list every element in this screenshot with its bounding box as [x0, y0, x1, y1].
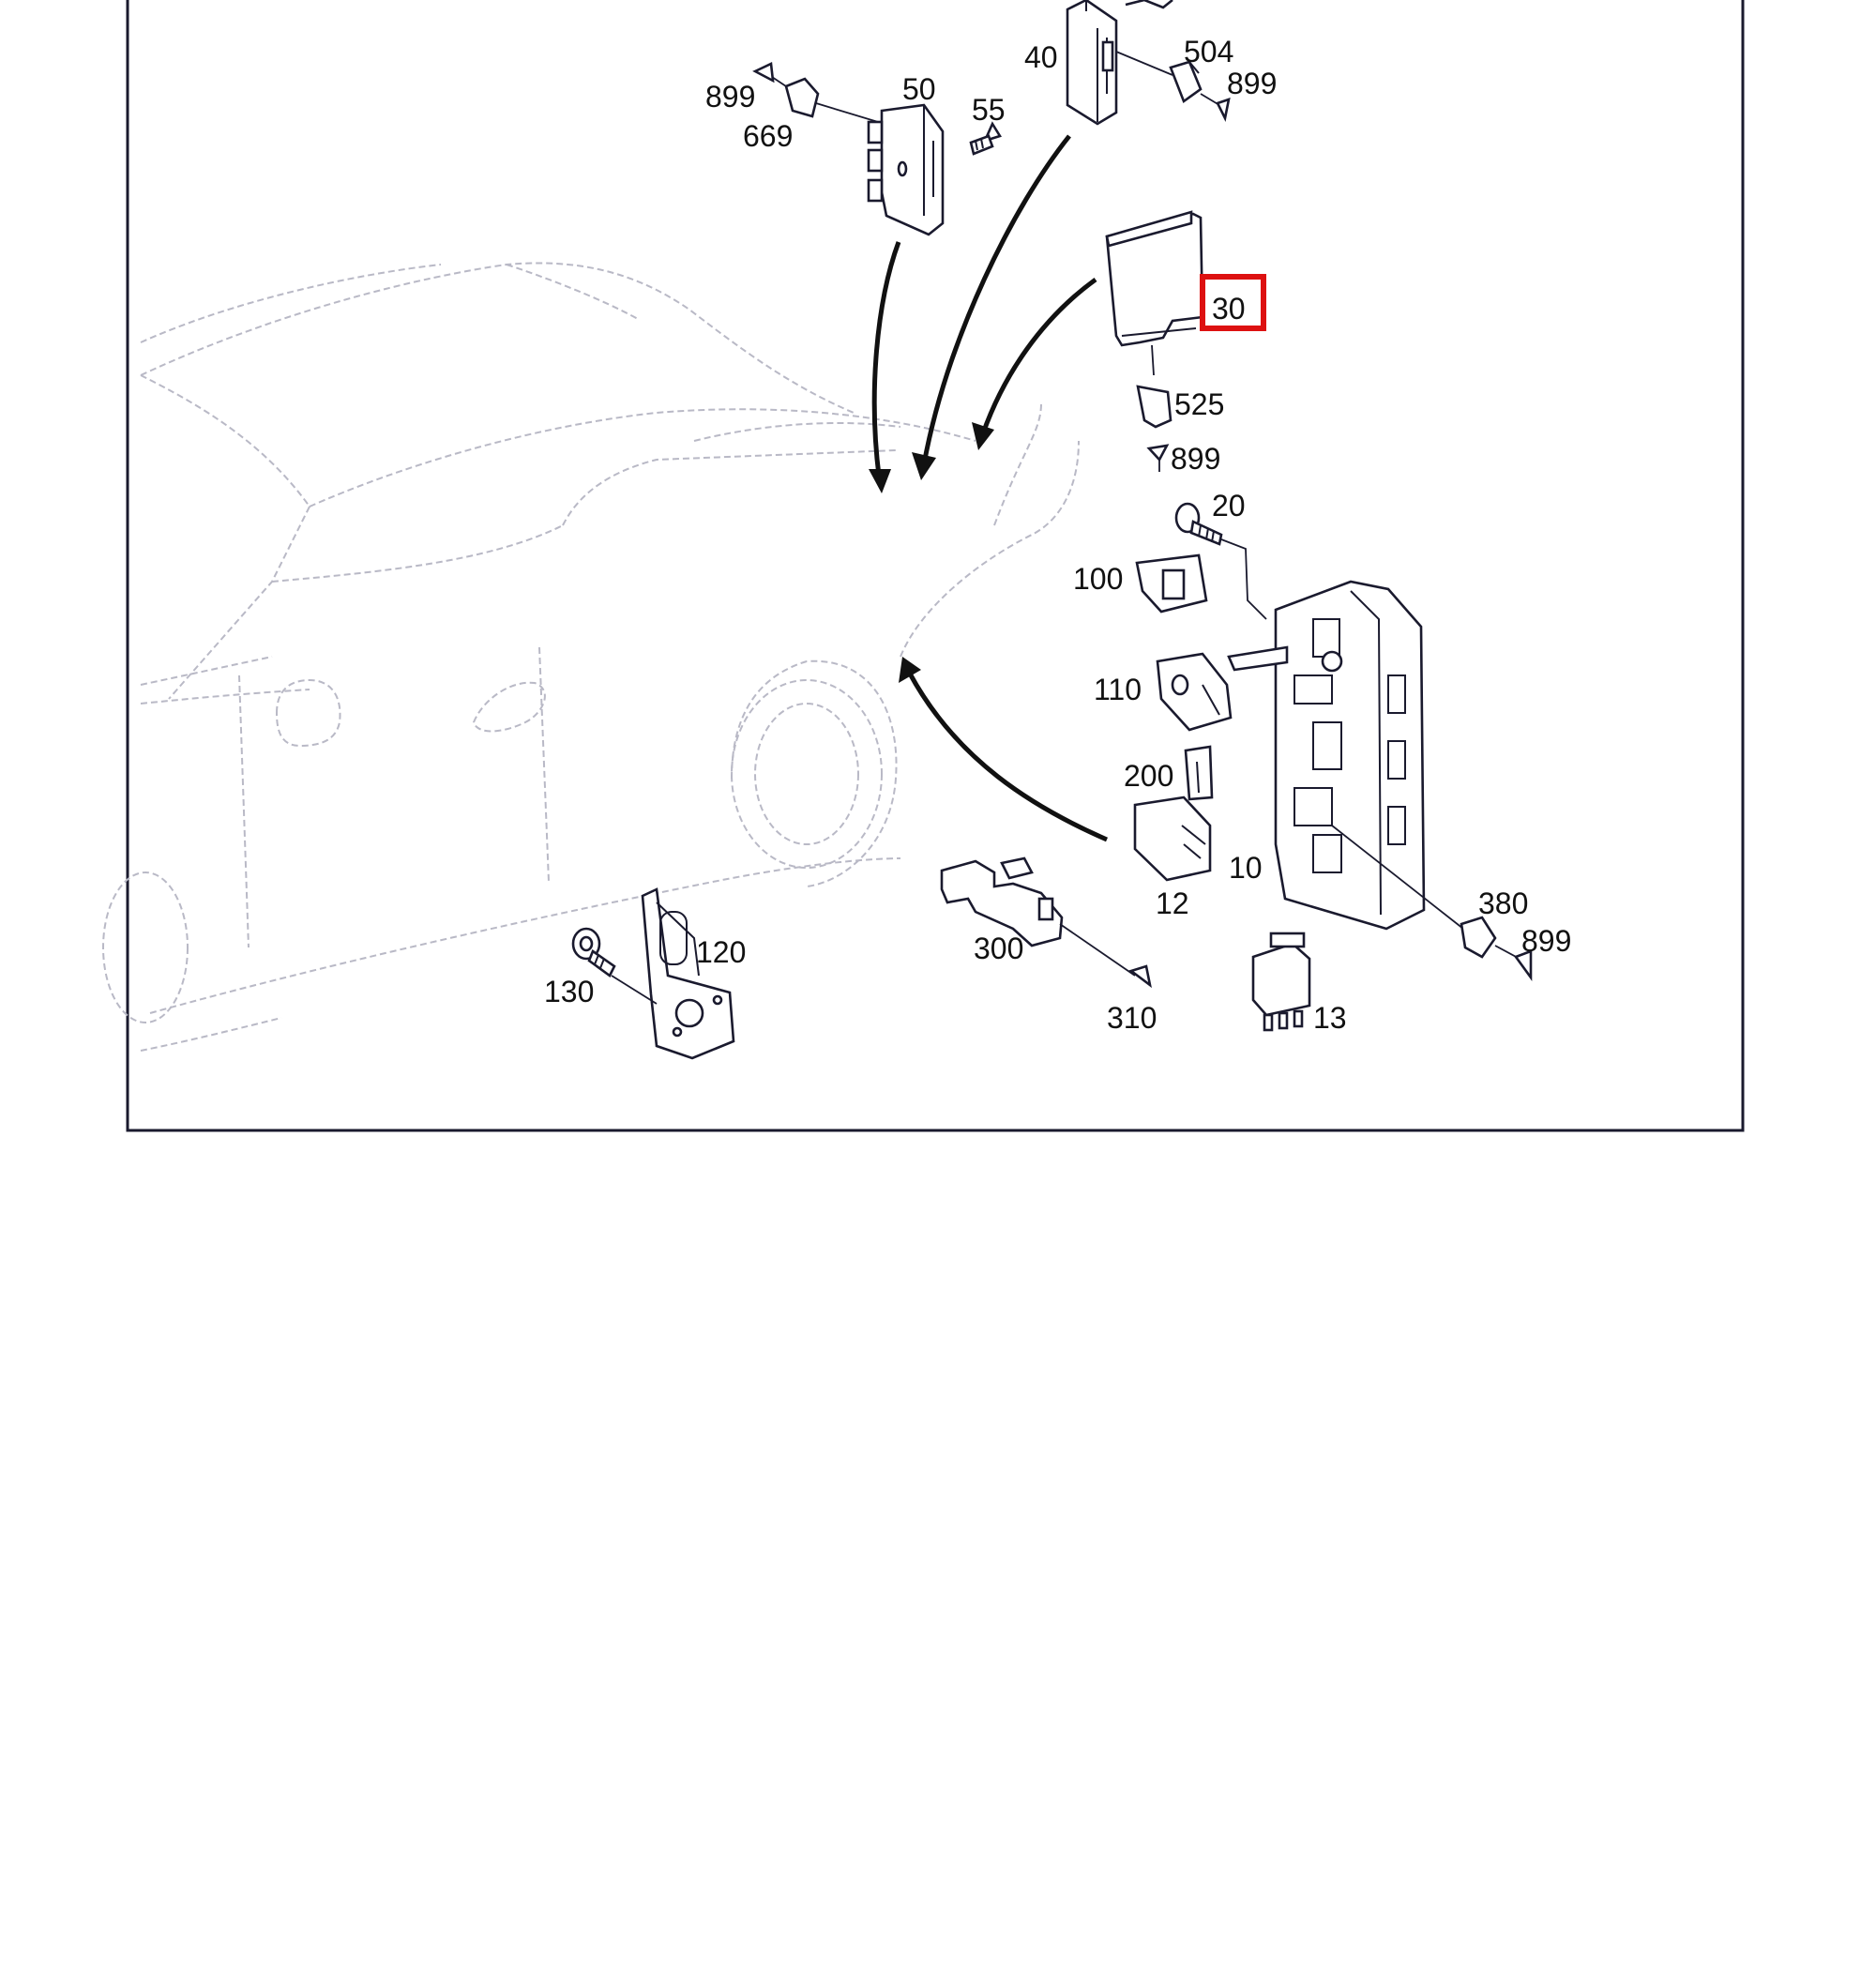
arrow-head	[869, 469, 891, 493]
label-part-200[interactable]: 200	[1124, 759, 1173, 793]
arrow-head	[972, 422, 994, 450]
label-part-525[interactable]: 525	[1174, 387, 1224, 421]
label-part-30[interactable]: 30	[1212, 292, 1246, 326]
label-part-504[interactable]: 504	[1184, 35, 1233, 68]
part-50-module[interactable]	[815, 102, 945, 236]
part-899-screw-bottom[interactable]	[1513, 949, 1533, 981]
part-899-screw-mid[interactable]	[1146, 444, 1170, 472]
label-part-50[interactable]: 50	[902, 72, 936, 106]
label-part-669[interactable]: 669	[743, 119, 793, 153]
part-10-fuse-box[interactable]	[1227, 580, 1464, 931]
part-200-fuse[interactable]	[1184, 745, 1214, 801]
part-30-cover[interactable]	[1105, 210, 1204, 376]
label-part-13[interactable]: 13	[1313, 1001, 1347, 1035]
arrow-30-to-mount	[980, 277, 1097, 434]
label-part-10[interactable]: 10	[1229, 851, 1263, 885]
part-13-relay[interactable]	[1251, 932, 1311, 1032]
label-part-310[interactable]: 310	[1107, 1001, 1157, 1035]
label-part-120[interactable]: 120	[696, 935, 746, 969]
part-899-screw-top-right[interactable]	[1216, 98, 1231, 122]
label-part-899-bottom[interactable]: 899	[1521, 924, 1571, 958]
label-part-20[interactable]: 20	[1212, 489, 1246, 523]
arrow-40-to-mount	[921, 134, 1071, 465]
part-number-labels: 40 504 899 899 50 669 55 30 525 899 20 1…	[544, 35, 1571, 1035]
label-part-899-top-left[interactable]: 899	[705, 80, 755, 114]
arrow-50-to-mount	[871, 241, 901, 484]
label-part-110[interactable]: 110	[1094, 673, 1142, 706]
part-12-relay[interactable]	[1133, 796, 1212, 882]
arrow-fusebox-to-mount	[907, 672, 1109, 842]
part-130-bolt[interactable]	[571, 927, 658, 1005]
part-20-bolt[interactable]	[1174, 502, 1267, 620]
part-55-screw[interactable]	[969, 121, 1002, 156]
label-part-100[interactable]: 100	[1073, 562, 1123, 596]
label-part-899-top-right[interactable]: 899	[1227, 67, 1277, 100]
label-part-899-mid[interactable]: 899	[1171, 442, 1220, 476]
part-110-relay[interactable]	[1156, 652, 1233, 732]
label-part-55[interactable]: 55	[972, 93, 1006, 127]
diagram-frame	[126, 0, 1745, 1132]
label-part-130[interactable]: 130	[544, 975, 594, 1008]
part-300-connector[interactable]	[940, 856, 1136, 977]
highlight-box-part-30	[1200, 274, 1266, 331]
label-part-380[interactable]: 380	[1478, 886, 1528, 920]
part-100-relay[interactable]	[1135, 553, 1208, 614]
assembly-arrows	[869, 134, 1109, 842]
part-525-connector[interactable]	[1136, 385, 1172, 429]
part-40-module[interactable]	[1066, 0, 1173, 126]
part-120-bracket[interactable]	[641, 887, 735, 1060]
part-899-screw-top-left[interactable]	[752, 62, 775, 83]
vehicle-outline	[102, 262, 1080, 1052]
part-669-connector[interactable]	[768, 74, 820, 118]
label-part-12[interactable]: 12	[1156, 886, 1189, 920]
label-part-40[interactable]: 40	[1024, 40, 1058, 74]
part-380-connector[interactable]	[1460, 916, 1520, 960]
arrow-head	[899, 657, 921, 683]
label-part-300[interactable]: 300	[974, 932, 1023, 965]
part-310-screw[interactable]	[1128, 964, 1152, 989]
arrow-head	[912, 452, 936, 480]
